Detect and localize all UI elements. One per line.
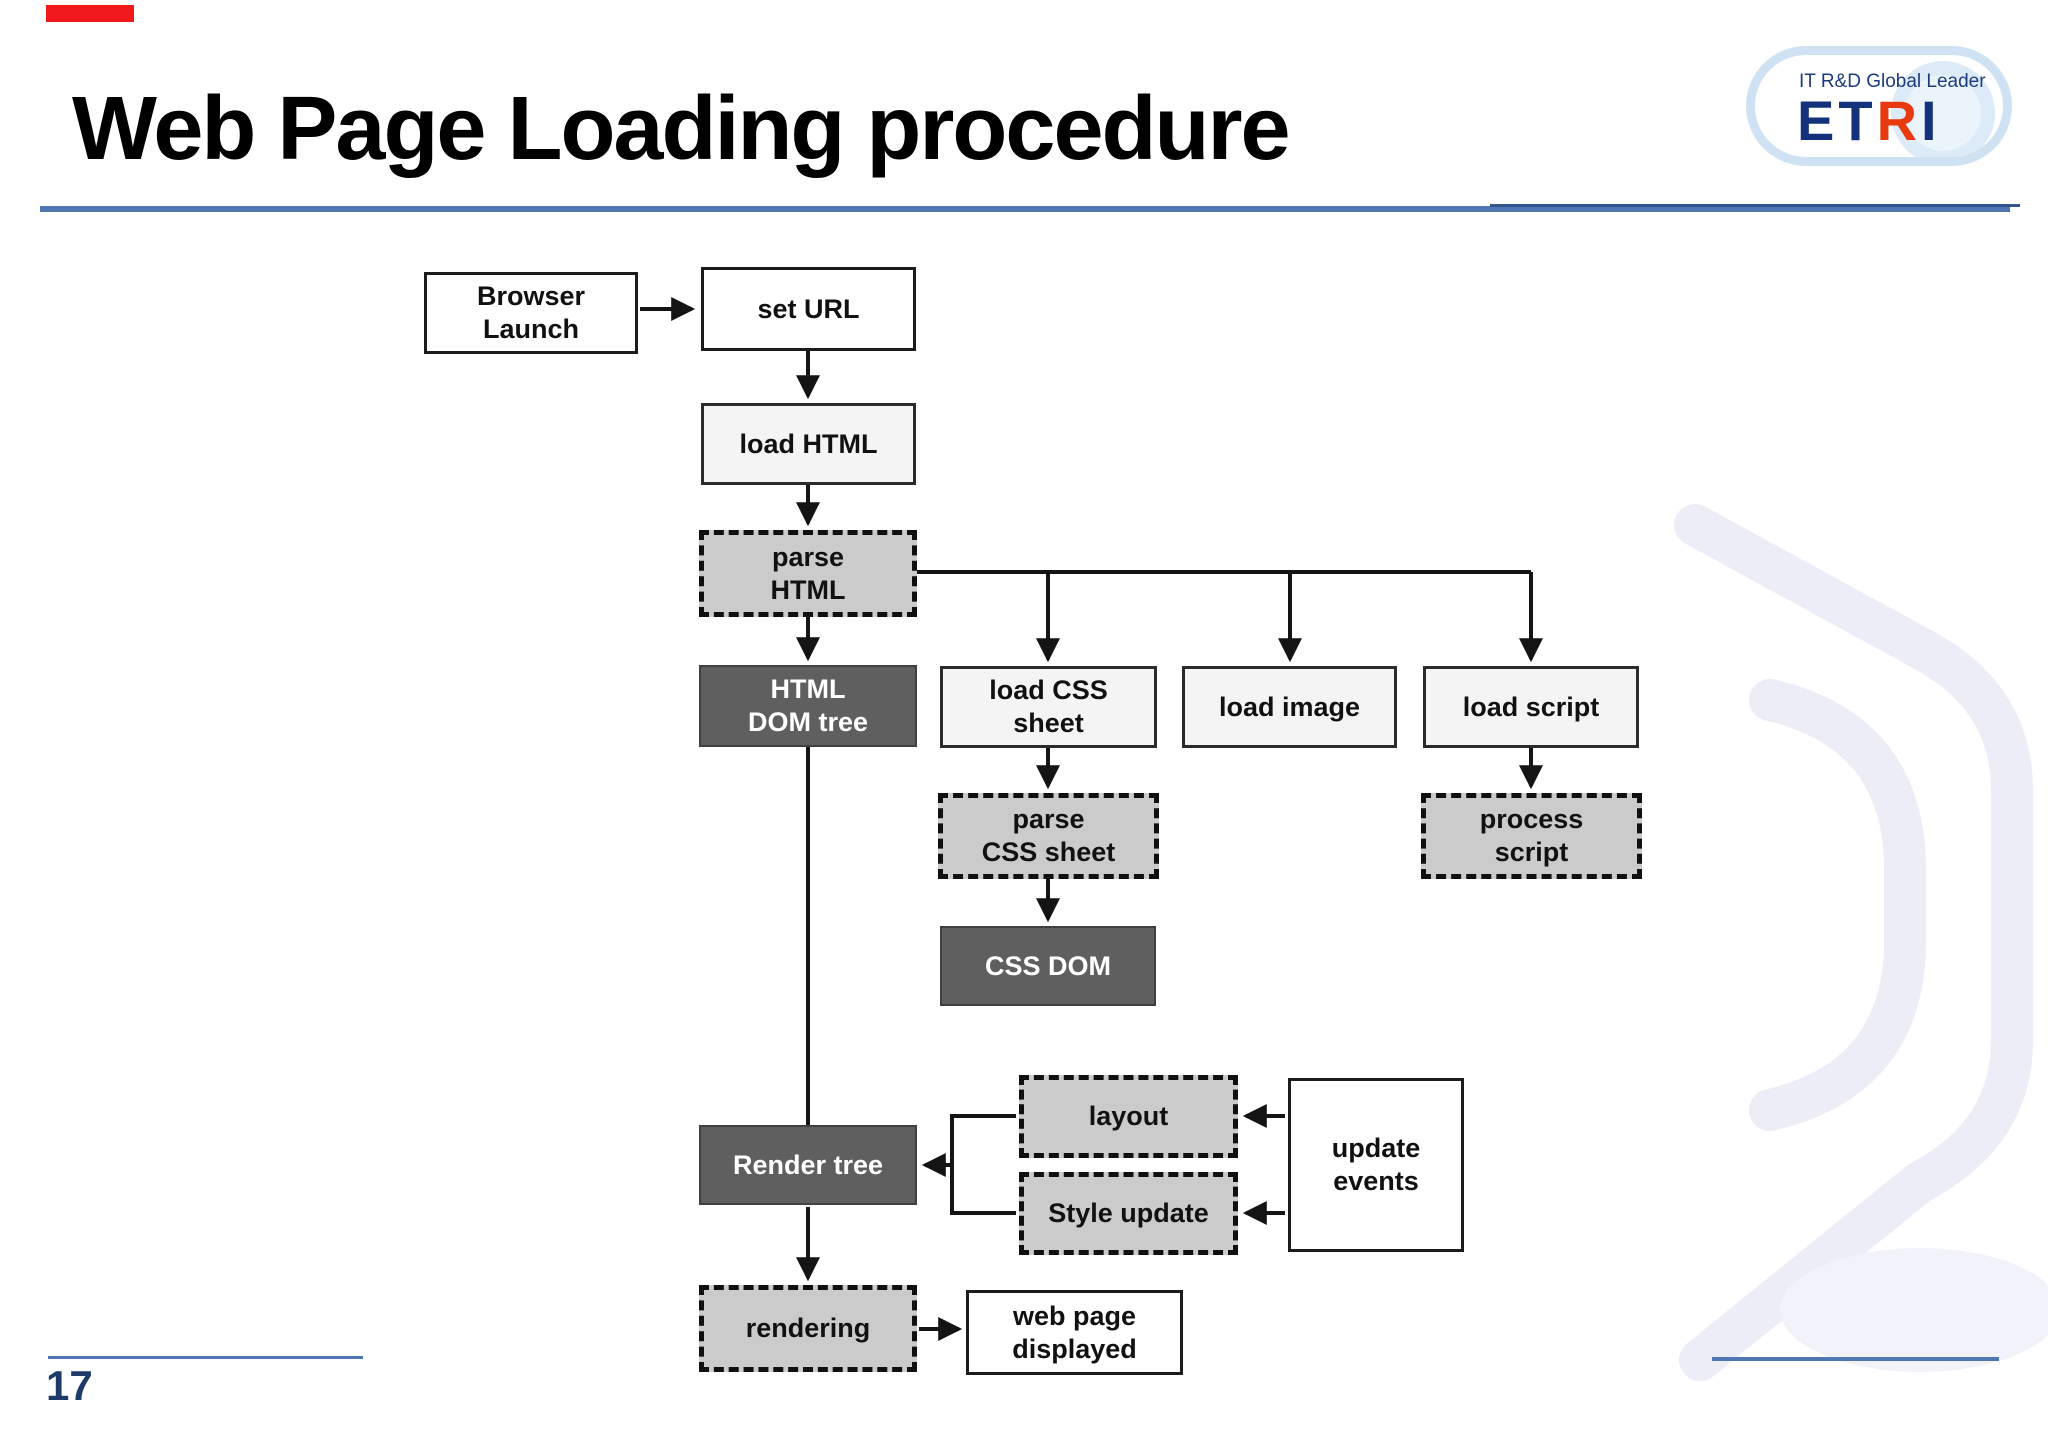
node-set-url: set URL bbox=[701, 267, 916, 351]
title-divider-line-dark-segment bbox=[1490, 204, 2020, 207]
title-divider-line bbox=[40, 206, 2010, 212]
footer-divider-right bbox=[1712, 1357, 1999, 1361]
node-load-image: load image bbox=[1182, 666, 1397, 748]
node-load-html: load HTML bbox=[701, 403, 916, 485]
node-render-tree: Render tree bbox=[699, 1125, 917, 1205]
node-update-events: update events bbox=[1288, 1078, 1464, 1252]
node-parse-html: parse HTML bbox=[699, 530, 917, 617]
footer-divider-left bbox=[48, 1356, 363, 1359]
node-html-dom-tree: HTML DOM tree bbox=[699, 665, 917, 747]
node-layout: layout bbox=[1019, 1075, 1238, 1158]
etri-watermark-swoosh bbox=[1674, 504, 2048, 1381]
node-web-page-displayed: web page displayed bbox=[966, 1290, 1183, 1375]
node-rendering: rendering bbox=[699, 1285, 917, 1372]
node-load-script: load script bbox=[1423, 666, 1639, 748]
node-browser-launch: Browser Launch bbox=[424, 272, 638, 354]
node-css-dom: CSS DOM bbox=[940, 926, 1156, 1006]
page-number: 17 bbox=[46, 1362, 93, 1409]
page-title: Web Page Loading procedure bbox=[72, 79, 1291, 179]
node-style-update: Style update bbox=[1019, 1172, 1238, 1255]
etri-letter-i: I bbox=[1921, 89, 1941, 152]
globe-icon-inner bbox=[1905, 75, 1981, 151]
node-parse-css-sheet: parse CSS sheet bbox=[938, 793, 1159, 879]
etri-logo-pill: IT R&D Global Leader ETRI bbox=[1746, 46, 2012, 166]
node-load-css-sheet: load CSS sheet bbox=[940, 666, 1157, 748]
etri-letter-r: R bbox=[1876, 89, 1922, 152]
etri-logo-wordmark: ETRI bbox=[1797, 93, 1941, 149]
node-process-script: process script bbox=[1421, 793, 1642, 879]
slide-accent-red-bar bbox=[46, 5, 134, 22]
etri-letters-et: ET bbox=[1797, 89, 1877, 152]
etri-logo: IT R&D Global Leader ETRI bbox=[1746, 46, 2012, 166]
etri-logo-tagline: IT R&D Global Leader bbox=[1799, 71, 1986, 92]
